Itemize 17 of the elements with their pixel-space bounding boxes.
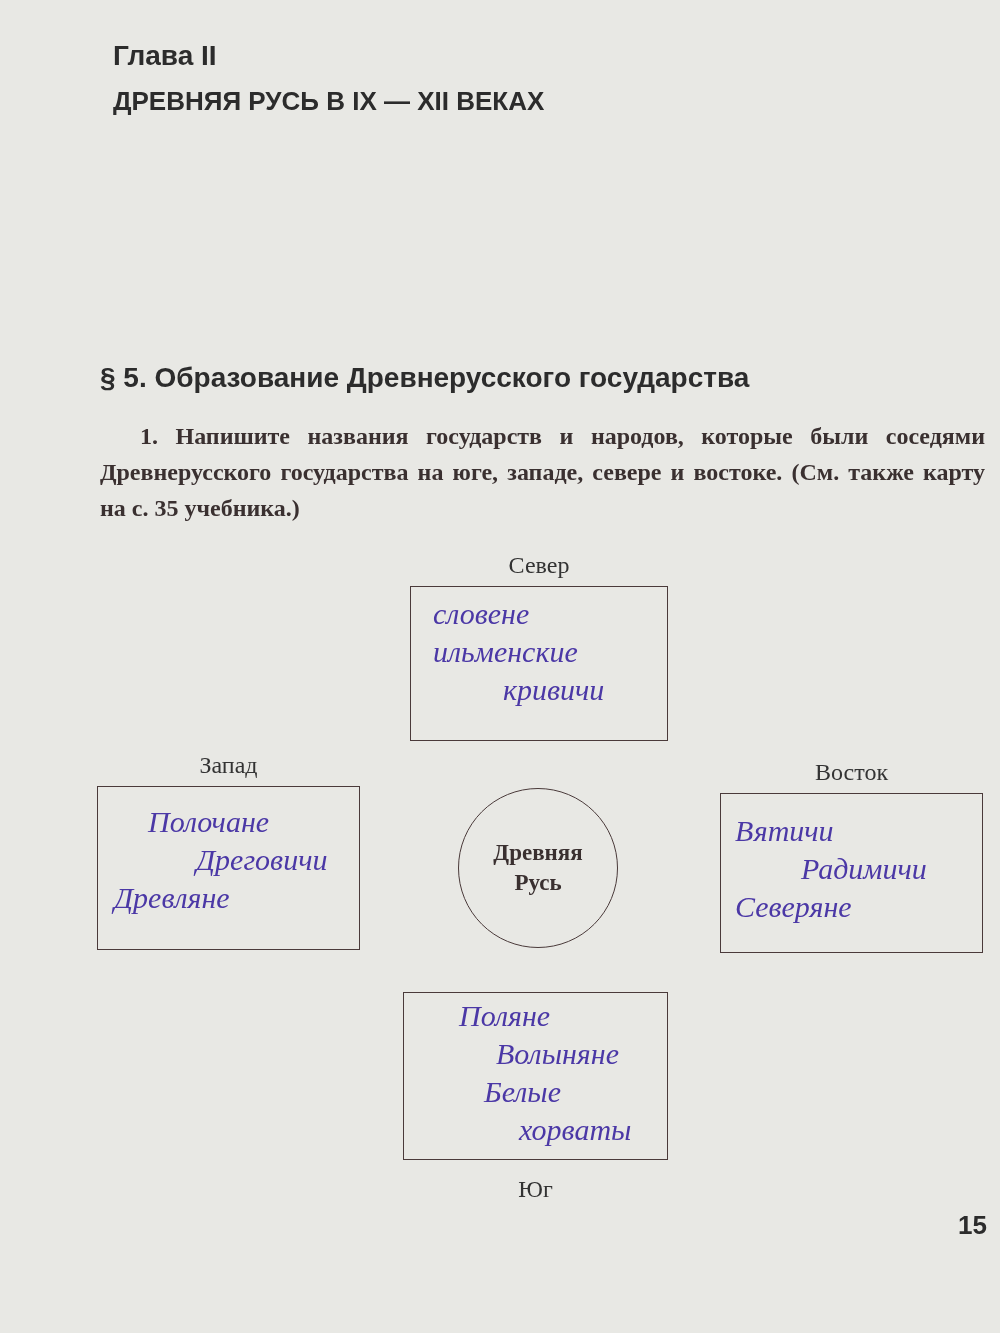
direction-heading: Север	[508, 551, 570, 580]
direction-heading: Восток	[814, 758, 889, 787]
handwritten-answer: кривичи	[503, 672, 605, 708]
page-number: 15	[958, 1210, 987, 1241]
handwritten-answer: Белые хорваты	[484, 1074, 633, 1148]
handwritten-answer: Волыняне	[496, 1036, 619, 1072]
handwritten-answer: Поляне	[459, 998, 551, 1034]
chapter-label: Глава II	[113, 40, 217, 72]
direction-heading: Юг	[518, 1175, 553, 1204]
handwritten-answer: Радимичи	[801, 851, 927, 887]
handwritten-answer: Вятичи	[735, 813, 834, 849]
task-text: 1. Напишите названия государств и народов, которые были соседями Древнерусского государства на юге, западе, севере и востоке. (См. также карту на с. 35 учебника.)	[100, 422, 985, 523]
direction-heading: Запад	[199, 751, 258, 780]
handwritten-answer: Полочане	[148, 804, 270, 840]
section-heading: § 5. Образование Древнерусского государства	[100, 362, 750, 394]
handwritten-answer: Северяне	[735, 889, 852, 925]
chapter-title: ДРЕВНЯЯ РУСЬ В IX — XII ВЕКАХ	[113, 86, 545, 117]
